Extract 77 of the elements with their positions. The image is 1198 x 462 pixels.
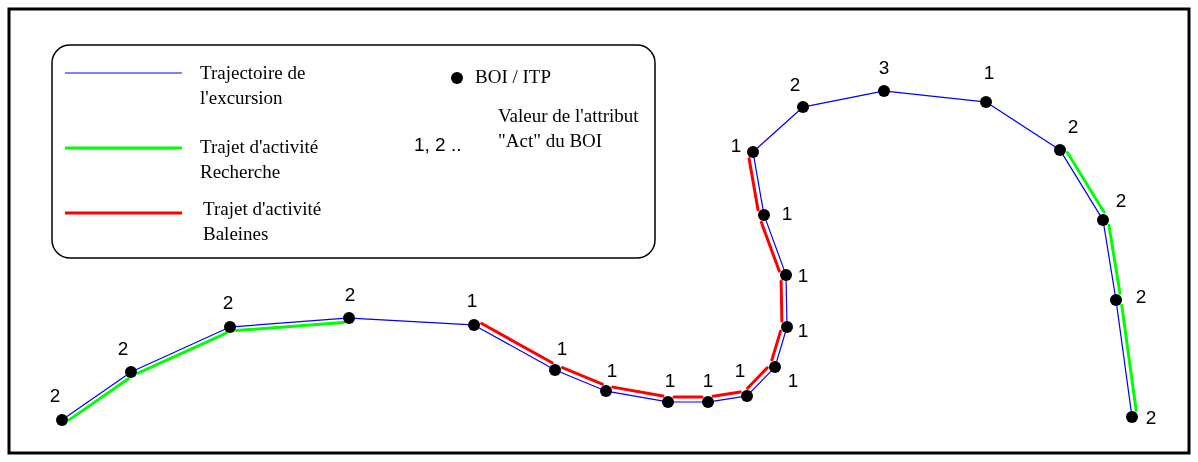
attribute-value: 1 [556, 338, 568, 358]
point-marker [769, 361, 781, 373]
attribute-value: 2 [1115, 190, 1127, 210]
trajectory-segment [889, 91, 981, 102]
trajectory-segment [990, 104, 1056, 148]
attribute-value: 1 [797, 320, 809, 340]
legend-text: Trajet d'activité Recherche [200, 135, 320, 184]
trajectory-segment [1103, 225, 1116, 295]
point-marker [878, 85, 890, 97]
point-marker [1097, 214, 1109, 226]
activity-path-segment [1120, 303, 1138, 412]
trajectory-segment [713, 396, 742, 402]
point-marker [781, 321, 793, 333]
attribute-value: 1 [730, 135, 742, 155]
attribute-value: 1 [787, 370, 799, 390]
activity-path-segment [672, 395, 704, 399]
attribute-value: 1 [734, 360, 746, 380]
point-marker [343, 312, 355, 324]
trajectory-segment [354, 317, 469, 326]
attribute-value: 1 [797, 265, 809, 285]
attribute-value: 2 [49, 385, 61, 405]
point-marker [702, 396, 714, 408]
point-marker [224, 321, 236, 333]
point-marker [780, 269, 792, 281]
trajectory-segment [673, 401, 703, 403]
point-marker [758, 209, 770, 221]
activity-path-segment [560, 366, 604, 386]
legend-text: Valeur de l'attribut "Act" du BOI [498, 104, 640, 153]
attribute-value: 2 [222, 292, 234, 312]
point-marker [1054, 144, 1066, 156]
activity-path-segment [611, 385, 665, 398]
legend-text: Trajectoire de l'excursion [200, 61, 307, 110]
attribute-value: 2 [1067, 116, 1079, 136]
point-marker [56, 414, 68, 426]
trajectory-segment [611, 391, 663, 402]
point-marker [125, 366, 137, 378]
point-marker [797, 101, 809, 113]
trajectory-segment [559, 371, 602, 390]
point-marker [741, 390, 753, 402]
point-marker [1110, 294, 1122, 306]
trajectory-segment [785, 280, 788, 322]
legend-text: Trajet d'activité Baleines [203, 197, 323, 246]
activity-path-segment [747, 157, 760, 212]
activity-path-segment [770, 329, 782, 362]
attribute-value: 1 [702, 370, 714, 390]
legend-text: BOI / ITP [475, 65, 552, 89]
attribute-value: 2 [789, 74, 801, 94]
point-marker [980, 96, 992, 108]
attribute-value: 1 [606, 360, 618, 380]
trajectory-segment [1116, 305, 1132, 412]
attribute-value: 2 [1135, 286, 1147, 306]
activity-path-segment [779, 279, 784, 323]
attribute-value: 2 [344, 284, 356, 304]
trajectory-segment [753, 157, 764, 210]
point-marker [600, 385, 612, 397]
attribute-value: 2 [117, 338, 129, 358]
attribute-value: 1 [781, 203, 793, 223]
point-marker [662, 396, 674, 408]
attribute-value: 1 [466, 290, 478, 310]
trajectory-segment [765, 220, 785, 270]
trajectory-segment [235, 317, 344, 328]
trajectory-segment [776, 332, 786, 362]
attribute-value: 3 [878, 57, 890, 77]
point-marker [1126, 411, 1138, 423]
trajectory-segment [808, 91, 879, 107]
point-marker [549, 364, 561, 376]
point-marker [468, 319, 480, 331]
trajectory-segment [756, 110, 800, 149]
activity-path-segment [234, 320, 345, 333]
activity-path-segment [1107, 223, 1122, 295]
point-marker [747, 146, 759, 158]
activity-path-segment [711, 390, 742, 398]
activity-path-segment [759, 220, 781, 273]
attribute-value: 1 [664, 370, 676, 390]
attribute-value: 1 [983, 62, 995, 82]
attribute-value: 2 [1145, 407, 1157, 427]
legend-sample-value: 1, 2 .. [414, 133, 462, 157]
